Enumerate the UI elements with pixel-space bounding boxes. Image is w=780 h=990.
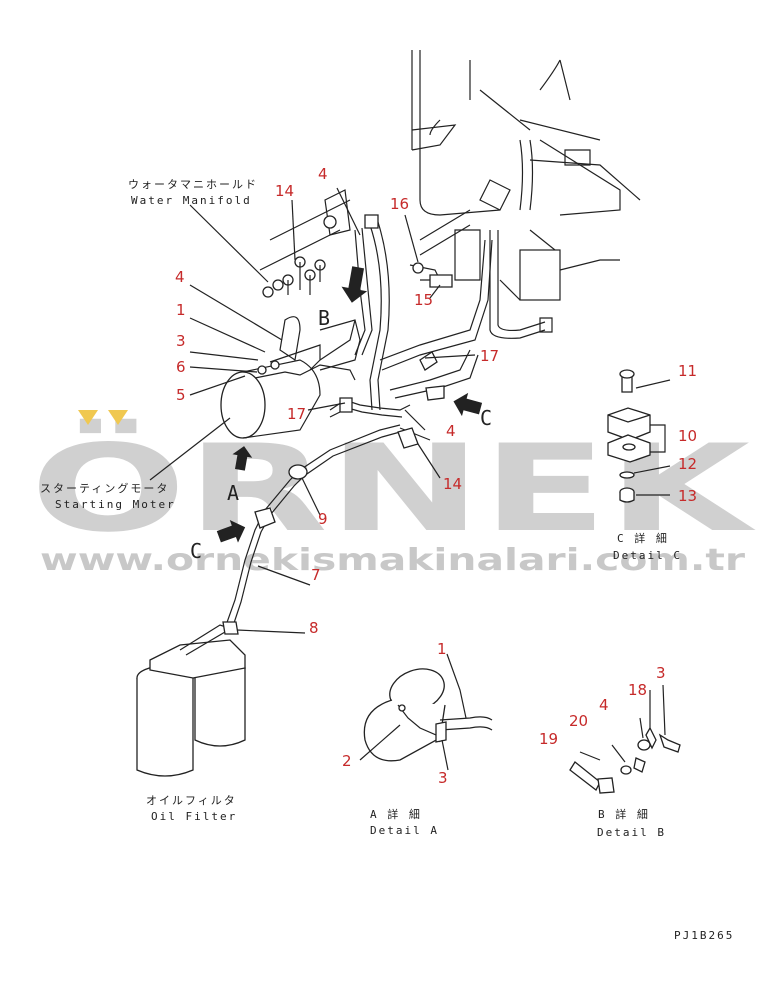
arrow-c-upper: [453, 392, 483, 417]
detail-c-caption-jp: C 詳 細: [617, 531, 669, 545]
callout-8: 8: [309, 619, 319, 637]
detail-b-callout-3: 3: [656, 664, 666, 682]
detail-b-callout-18: 18: [628, 681, 647, 699]
water-manifold-label-en: Water Manifold: [131, 194, 252, 207]
water-manifold-label-jp: ウォータマニホールド: [128, 178, 258, 191]
callout-12: 12: [678, 455, 697, 473]
oil-pipe: [222, 424, 431, 635]
callout-3: 3: [176, 332, 186, 350]
watermark-dot-right: [108, 410, 128, 425]
view-letter-a: A: [227, 481, 239, 505]
starting-motor: [220, 316, 356, 439]
drawing-code: PJ1B265: [674, 929, 734, 942]
starting-motor-label-jp: スターティングモータ: [40, 481, 169, 495]
callout-4-left: 4: [175, 268, 185, 286]
view-letter-c-upper: C: [480, 406, 492, 430]
wiring-harness: [319, 119, 493, 418]
callout-16: 16: [390, 195, 409, 213]
callout-1: 1: [176, 301, 186, 319]
callout-4-upper: 4: [318, 165, 328, 183]
detail-b-drawing: [569, 684, 681, 794]
detail-a-callout-3: 3: [438, 769, 448, 787]
detail-b-callout-20: 20: [569, 712, 588, 730]
oil-filter-label-jp: オイルフィルタ: [146, 794, 237, 807]
detail-a-caption-jp: A 詳 細: [370, 807, 422, 821]
arrow-c-lower: [216, 520, 246, 543]
detail-b-caption-jp: B 詳 細: [598, 807, 650, 821]
detail-a-callout-2: 2: [342, 752, 352, 770]
detail-a-drawing: [359, 653, 493, 771]
arrow-a: [232, 446, 253, 471]
callout-9: 9: [318, 510, 328, 528]
callout-4-mid: 4: [446, 422, 456, 440]
callout-15: 15: [414, 291, 433, 309]
arrow-b: [341, 266, 368, 303]
detail-c-caption-en: Detail C: [613, 549, 682, 562]
callout-14-upper: 14: [275, 182, 294, 200]
leader-lines: [149, 187, 476, 634]
callout-13: 13: [678, 487, 697, 505]
callout-10: 10: [678, 427, 697, 445]
view-letter-b: B: [318, 306, 330, 330]
detail-b-callout-4: 4: [599, 696, 609, 714]
starting-motor-label-en: Starting Moter: [55, 498, 176, 511]
engine-frame: [411, 50, 641, 339]
callout-7: 7: [311, 566, 321, 584]
callout-14-lower: 14: [443, 475, 462, 493]
oil-filter: [136, 624, 246, 777]
callout-17-left: 17: [287, 405, 306, 423]
callout-6: 6: [176, 358, 186, 376]
watermark-dot-left: [78, 410, 98, 425]
oil-filter-label-en: Oil Filter: [151, 810, 237, 823]
callout-11: 11: [678, 362, 697, 380]
detail-a-callout-1: 1: [437, 640, 447, 658]
detail-b-callout-19: 19: [539, 730, 558, 748]
view-letter-c-lower: C: [190, 539, 202, 563]
detail-b-caption-en: Detail B: [597, 826, 666, 839]
detail-a-caption-en: Detail A: [370, 824, 439, 837]
detail-c-drawing: [607, 369, 671, 503]
callout-5: 5: [176, 386, 186, 404]
view-arrows: [216, 266, 483, 543]
watermark-url: www.ornekismakinalari.com.tr: [40, 543, 745, 578]
water-manifold-sensors: [259, 199, 453, 298]
callout-17-right: 17: [480, 347, 499, 365]
